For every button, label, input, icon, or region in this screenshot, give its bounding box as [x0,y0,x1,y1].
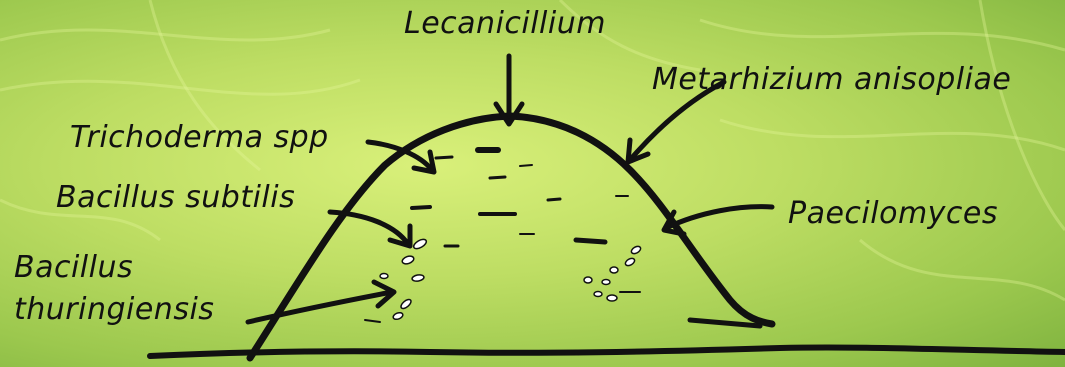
label-lecanicillium: Lecanicillium [404,6,606,42]
ground-line [150,347,1065,356]
label-trichoderma-spp: Trichoderma spp [70,120,329,156]
soil-granules [380,237,642,320]
label-bacillus-subtilis: Bacillus subtilis [56,180,295,216]
label-bacillus-thuringiensis-line1: Bacillus [14,250,133,286]
arrow-paecilomyces [666,207,772,228]
label-metarhizium-anisopliae: Metarhizium anisopliae [652,62,1011,98]
label-bacillus-thuringiensis-line2: thuringiensis [14,292,214,328]
arrow-bacillus-thuringiensis [248,292,392,322]
label-paecilomyces: Paecilomyces [788,196,998,232]
mound-base-stroke [690,320,760,326]
